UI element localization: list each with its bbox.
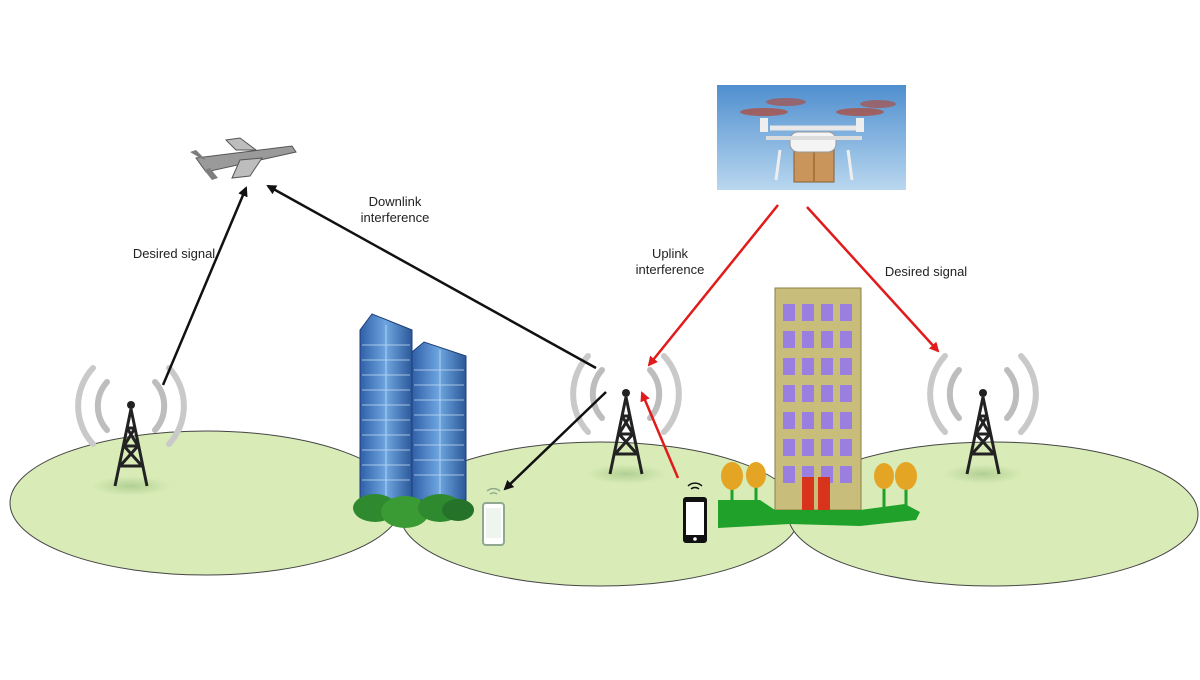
building-window [840,385,852,402]
desired-signal-arrow-left [161,186,248,386]
cell-tower-icon [927,353,1039,484]
building-window [783,331,795,348]
downlink-interference-arrow [266,184,597,370]
building-window [821,385,833,402]
building-window [821,412,833,429]
skyscraper-icon [359,313,467,501]
uplink-interference-arrow [647,204,779,367]
building-window [840,331,852,348]
bush-icon [353,494,474,528]
ground-strip [718,500,920,528]
building-window [840,439,852,456]
building-window [783,385,795,402]
building-window [840,412,852,429]
building-window [821,331,833,348]
building-window [783,466,795,483]
downlink-interference-line2: interference [360,210,430,225]
uplink-interference-label: Uplink interference [610,246,730,278]
building-window [783,439,795,456]
cell-tower-icon [75,365,187,496]
smartphone-icon [482,487,505,546]
downlink-to-phone-arrow [503,391,607,491]
coverage-cell-left [9,430,403,576]
downlink-interference-label: Downlink interference [330,194,460,226]
delivery-drone-icon [717,85,906,190]
apartment-building-icon [774,287,862,511]
building-window [840,358,852,375]
building-window [802,304,814,321]
building-window [783,304,795,321]
building-window [821,358,833,375]
building-window [840,304,852,321]
desired-signal-arrow-right [806,206,940,353]
cell-tower-icon [570,353,682,484]
uplink-interference-line1: Uplink [651,246,689,261]
uplink-interference-line2: interference [635,262,705,277]
desired-signal-label-left: Desired signal [132,246,216,261]
building-window [802,385,814,402]
building-window [802,358,814,375]
desired-signal-label-right: Desired signal [884,264,968,279]
uplink-phone-arrow [640,391,680,479]
tree-icon [721,462,917,518]
downlink-interference-line1: Downlink [368,194,422,209]
building-window [802,439,814,456]
building-window [821,304,833,321]
building-window [840,466,852,483]
smartphone-icon [683,482,707,543]
building-window [802,412,814,429]
building-window [783,358,795,375]
building-window [821,439,833,456]
fixed-wing-uav-icon [190,137,297,180]
building-window [783,412,795,429]
building-window [802,331,814,348]
